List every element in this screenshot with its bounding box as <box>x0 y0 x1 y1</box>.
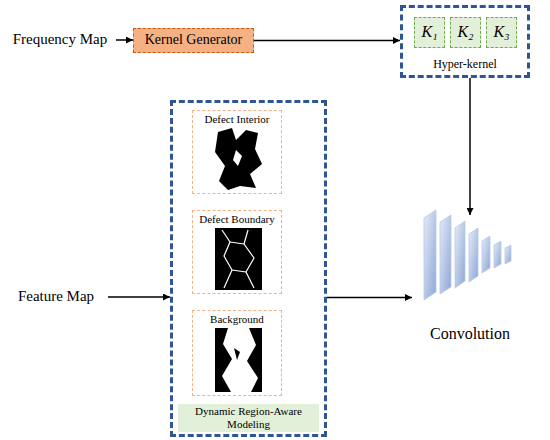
kernel-box: K₁ <box>414 17 445 48</box>
input-label: Feature Map <box>4 287 108 307</box>
node-label: K₁ <box>415 18 444 47</box>
background-mask <box>215 328 262 392</box>
kernel-box: K₃ <box>486 17 517 48</box>
node-label: Defect Interior <box>193 113 281 126</box>
group-tag: Dynamic Region-Aware Modeling <box>178 404 319 432</box>
region-box: Defect Boundary <box>192 210 282 294</box>
flow-arrow <box>254 40 400 42</box>
defect-interior-mask <box>215 128 262 190</box>
node-label: K₂ <box>451 18 480 47</box>
group-box: K₁K₂K₃ Hyper-kernel <box>400 5 530 78</box>
input-label: Frequency Map <box>4 30 116 50</box>
region-box: Defect Interior <box>192 110 282 194</box>
flow-arrow <box>108 296 170 298</box>
flow-arrow <box>469 78 471 215</box>
node-label: Kernel Generator <box>134 29 253 52</box>
node-label: Feature Map <box>4 287 108 307</box>
region-box: Background <box>192 310 282 396</box>
kernel-box: K₂ <box>450 17 481 48</box>
node-label: K₃ <box>487 18 516 47</box>
node-label: Convolution <box>412 325 528 343</box>
group-box: Defect InteriorDefect BoundaryBackground… <box>170 100 327 437</box>
node-label: Defect Boundary <box>193 213 281 226</box>
process-box: Kernel Generator <box>133 28 254 53</box>
output-node: Convolution <box>412 215 528 380</box>
node-label: Hyper-kernel <box>403 58 527 72</box>
defect-boundary-mask <box>215 228 262 290</box>
node-label: Background <box>193 313 281 326</box>
flow-arrow <box>116 39 133 41</box>
node-label: Frequency Map <box>4 30 116 50</box>
convolution-icon <box>424 210 511 300</box>
flow-arrow <box>327 297 412 299</box>
